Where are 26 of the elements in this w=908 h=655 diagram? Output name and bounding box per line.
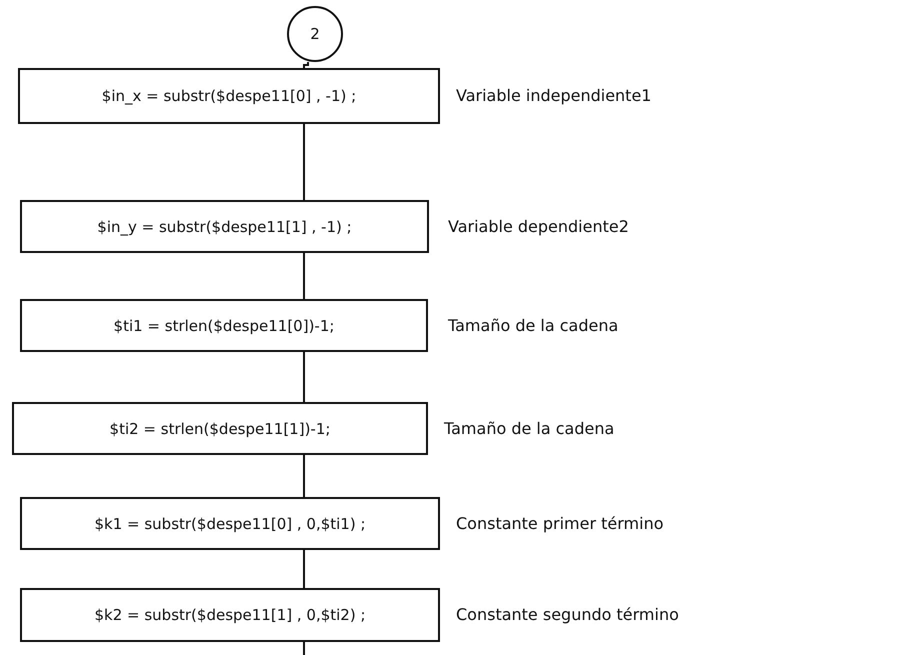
- side-note: Constante primer término: [456, 514, 664, 532]
- connector-line: [303, 253, 305, 299]
- process-box: [20, 497, 440, 550]
- connector-line: [303, 550, 305, 588]
- process-box: [18, 68, 440, 124]
- connector-line: [303, 352, 305, 402]
- process-box: [20, 299, 428, 352]
- process-box: [20, 588, 440, 642]
- box-text: $k2 = substr($despe11[1] , 0,$ti2) ;: [94, 606, 366, 624]
- process-box: [20, 200, 429, 253]
- box-text: $k1 = substr($despe11[0] , 0,$ti1) ;: [94, 514, 366, 532]
- side-note: Variable dependiente2: [448, 216, 629, 236]
- connector-line: [303, 62, 309, 68]
- box-text: 2: [310, 25, 320, 43]
- connector-line: [303, 124, 305, 200]
- box-text: $in_y = substr($despe11[1] , -1) ;: [97, 218, 352, 236]
- box-text: $ti2 = strlen($despe11[1])-1;: [110, 420, 330, 438]
- process-box: [12, 402, 428, 455]
- connector-line: [303, 455, 305, 497]
- side-note: Tamaño de la cadena: [448, 316, 618, 334]
- side-note: Variable independiente1: [456, 86, 652, 105]
- box-text: $in_x = substr($despe11[0] , -1) ;: [102, 87, 356, 105]
- side-note: Tamaño de la cadena: [444, 418, 614, 438]
- side-note: Constante segundo término: [456, 605, 679, 624]
- box-text: $ti1 = strlen($despe11[0])-1;: [114, 316, 334, 334]
- connector-line: [303, 642, 305, 655]
